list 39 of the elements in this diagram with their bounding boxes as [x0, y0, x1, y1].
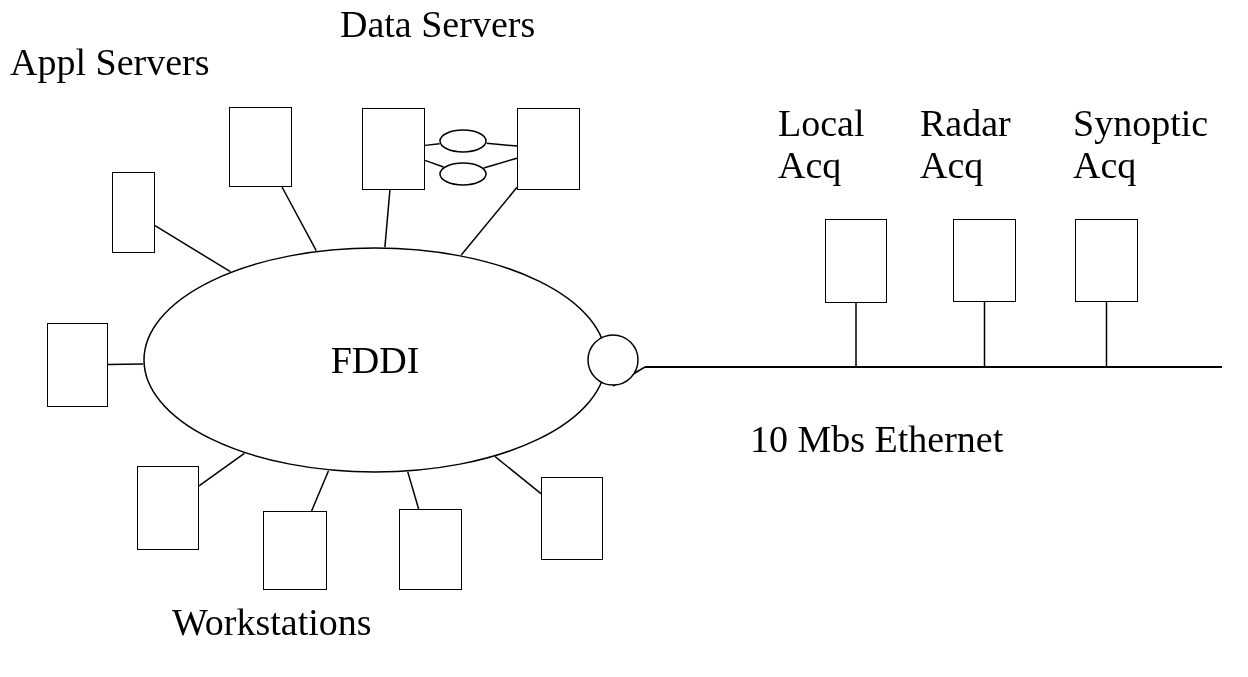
- network-bus-line: [645, 366, 1222, 368]
- connector-line: [494, 455, 542, 495]
- connector-line: [424, 159, 445, 168]
- node-caption: Radar Acq: [920, 102, 1012, 186]
- group-label: Data Servers: [340, 2, 536, 46]
- computer-box: [47, 323, 108, 407]
- link-ellipse: [439, 162, 487, 186]
- computer-box: [825, 219, 887, 303]
- group-label: Workstations: [172, 600, 372, 644]
- group-label: Appl Servers: [10, 40, 210, 84]
- computer-box: [1075, 219, 1138, 302]
- computer-box: [229, 107, 292, 187]
- computer-box: [517, 108, 580, 190]
- connector-line: [482, 157, 518, 169]
- connector-line: [107, 363, 144, 366]
- connector-circle: [587, 334, 639, 386]
- computer-box: [137, 466, 199, 550]
- connector-line: [485, 142, 518, 147]
- connector-line: [855, 302, 857, 368]
- connector-line: [154, 224, 232, 273]
- connector-line: [407, 471, 420, 510]
- computer-box: [953, 219, 1016, 302]
- connector-line: [1105, 301, 1108, 368]
- connector-line: [460, 186, 518, 256]
- connector-line: [424, 142, 441, 147]
- node-caption: Local Acq: [778, 102, 866, 186]
- connector-line: [281, 186, 317, 252]
- computer-box: [541, 477, 603, 560]
- node-caption: 10 Mbs Ethernet: [750, 418, 1005, 460]
- connector-line: [384, 189, 391, 248]
- connector-line: [198, 452, 246, 487]
- connector-line: [983, 301, 986, 368]
- connector-line: [310, 469, 330, 512]
- network-label: FDDI: [330, 341, 420, 379]
- computer-box: [263, 511, 327, 590]
- computer-box: [112, 172, 155, 253]
- computer-box: [399, 509, 462, 590]
- link-ellipse: [439, 129, 487, 153]
- computer-box: [362, 108, 425, 190]
